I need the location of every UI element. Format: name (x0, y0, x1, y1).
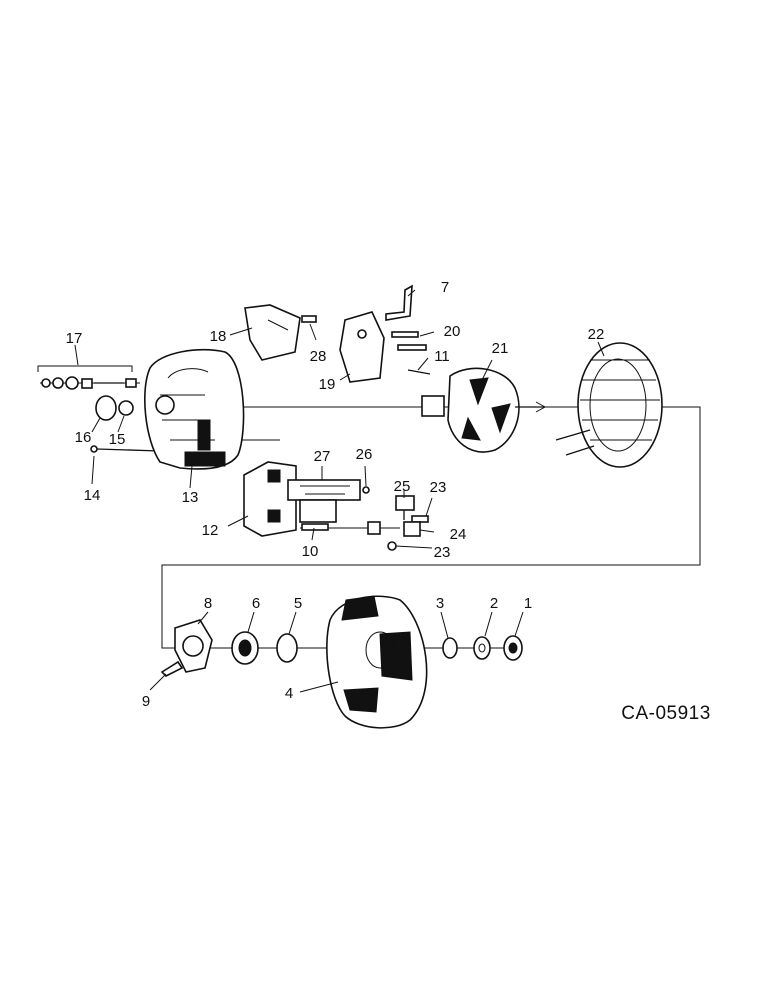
part-5-washer (276, 633, 298, 663)
part-18-bracket (244, 304, 301, 361)
callout-15: 15 (109, 431, 126, 448)
callout-23-upper: 23 (430, 479, 447, 496)
part-28-screw (301, 315, 317, 323)
callout-22: 22 (588, 326, 605, 343)
callout-26: 26 (356, 446, 373, 463)
part-21-rotor (421, 367, 547, 453)
part-12-rectifier (243, 461, 297, 537)
callout-2: 2 (490, 595, 498, 612)
callout-7: 7 (441, 279, 449, 296)
part-23-screw-lower (367, 521, 397, 551)
part-15-washer (118, 400, 134, 416)
callout-25: 25 (394, 478, 411, 495)
callout-16: 16 (75, 429, 92, 446)
part-24-diode (403, 521, 421, 537)
callout-21: 21 (492, 340, 509, 357)
callout-1: 1 (524, 595, 532, 612)
callout-6: 6 (252, 595, 260, 612)
callout-27: 27 (314, 448, 331, 465)
part-26-nut (362, 486, 370, 494)
callout-4: 4 (285, 685, 293, 702)
callout-23-lower: 23 (434, 544, 451, 561)
part-13-end-frame (144, 348, 245, 470)
part-16-cap (95, 395, 117, 421)
part-22-stator (555, 342, 663, 468)
callout-12: 12 (202, 522, 219, 539)
part-10-screw (301, 523, 329, 531)
callout-labels: 1 2 3 4 5 6 7 8 9 10 11 12 13 14 15 16 1… (66, 279, 605, 710)
callout-18: 18 (210, 328, 227, 345)
callout-28: 28 (310, 348, 327, 365)
callout-10: 10 (302, 543, 319, 560)
part-7-clip (385, 284, 413, 321)
part-2-washer (473, 636, 491, 660)
part-6-bearing (231, 631, 259, 665)
part-9-screw (160, 660, 184, 677)
callout-8: 8 (204, 595, 212, 612)
callout-3: 3 (436, 595, 444, 612)
part-1-nut (503, 635, 523, 661)
part-25-capacitor (395, 495, 415, 520)
callout-17: 17 (66, 330, 83, 347)
part-19-brush-holder (339, 311, 385, 383)
part-27-terminal-block (287, 479, 361, 523)
part-17-hardware-stack (37, 365, 137, 390)
part-14-bolt (90, 445, 161, 453)
callout-24: 24 (450, 526, 467, 543)
part-8-retainer-plate (174, 619, 213, 673)
callout-14: 14 (84, 487, 101, 504)
part-4-drive-end-frame (326, 595, 428, 729)
part-23-screw-upper (411, 515, 429, 523)
callout-5: 5 (294, 595, 302, 612)
leader-lines (74, 289, 605, 693)
part-11-pin (407, 369, 431, 375)
drawing-code: CA-05913 (621, 703, 711, 724)
part-3-spacer (442, 637, 458, 659)
callout-9: 9 (142, 693, 150, 710)
callout-11: 11 (434, 348, 450, 365)
part-20-screws (391, 331, 427, 351)
callout-13: 13 (182, 489, 199, 506)
callout-19: 19 (319, 376, 336, 393)
callout-20: 20 (444, 323, 461, 340)
